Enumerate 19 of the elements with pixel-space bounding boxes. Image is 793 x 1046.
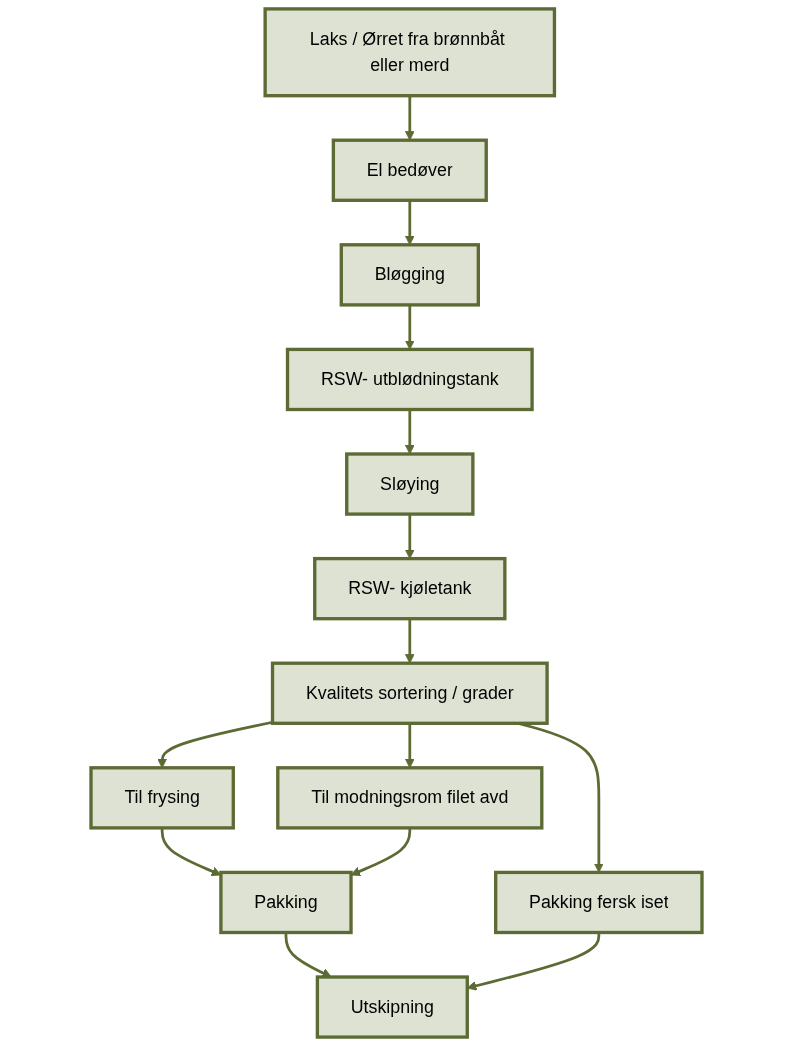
node-box: Pakking fersk iset <box>494 870 704 935</box>
node-box: Til frysing <box>89 766 235 830</box>
arrow <box>404 618 415 664</box>
arrow <box>350 827 412 877</box>
node-box: Pakking <box>219 870 353 935</box>
node-box: Kvalitets sortering / grader <box>270 661 549 725</box>
node-box: Bløgging <box>339 243 480 307</box>
arrow <box>404 409 415 455</box>
node-box: Laks / Ørret fra brønnbåt eller merd <box>263 7 557 98</box>
node-box: Utskipning <box>315 975 469 1039</box>
arrow <box>404 95 415 141</box>
node-box: Til modningsrom filet avd <box>276 766 544 830</box>
arrow <box>160 827 222 877</box>
node-box: RSW- utblødningstank <box>285 347 534 412</box>
node-box: Sløying <box>345 452 475 516</box>
arrow <box>404 304 415 350</box>
node-box: RSW- kjøletank <box>313 556 507 621</box>
node-box: El bedøver <box>331 138 488 202</box>
arrow <box>284 932 332 978</box>
